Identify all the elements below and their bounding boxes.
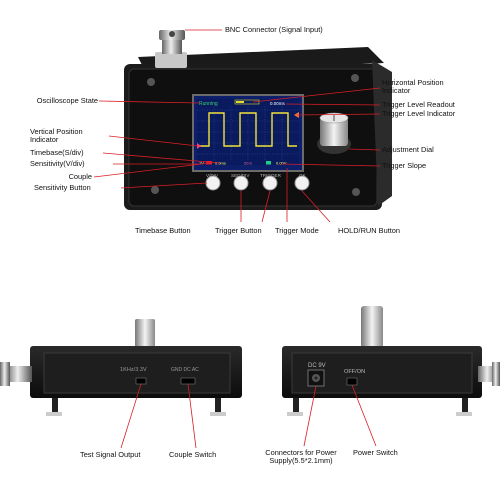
label-v-pos-2: Indicator [30,135,59,144]
label-v-pos-1: Vertical Position [30,127,83,136]
label-test-signal-output: Test Signal Output [80,450,141,459]
label-connectors-1: Connectors for Power [265,448,337,457]
callout-lines-bottom [120,383,377,449]
svg-text:0.00V: 0.00V [276,161,287,166]
timebase-button[interactable] [233,175,249,191]
label-couple: Couple [68,172,92,181]
hold-run-button[interactable] [294,175,310,191]
label-bnc: BNC Connector (Signal Input) [225,25,323,34]
screen-state: Running [199,101,218,107]
adjustment-dial[interactable] [317,112,351,154]
label-sensitivity: Sensitivity(V/div) [30,159,85,168]
lcd-screen: Running 0.00ms 1V 0.5ms 20.0 0.00V [192,94,304,172]
svg-text:V/DIV: V/DIV [206,173,219,178]
label-hold-run: HOLD/RUN Button [338,226,401,235]
label-osc-state: Oscilloscope State [36,96,98,105]
label-sens-button: Sensitivity Button [34,183,91,192]
vertical-position-marker [197,143,201,149]
trigger-button[interactable] [262,175,278,191]
svg-text:TRIGGER: TRIGGER [260,173,282,178]
svg-text:20.0: 20.0 [244,161,253,166]
svg-text:SEC/DIV: SEC/DIV [231,173,250,178]
bnc-connector [155,30,187,68]
label-trig-indicator: Trigger Level Indicator [382,109,456,118]
screw-icon [151,186,159,194]
screw-icon [147,78,155,86]
svg-text:1KHz/3.3V: 1KHz/3.3V [120,367,147,373]
label-trig-slope: Trigger Slope [382,161,427,170]
label-timebase: Timebase(S/div) [30,148,84,157]
front-buttons: V/DIV SEC/DIV TRIGGER OK [205,173,310,191]
screen-hpos-readout: 0.00ms [270,101,286,106]
waveform-trace [200,112,297,147]
svg-text:1V: 1V [199,161,204,166]
trigger-level-marker [294,112,299,118]
sensitivity-button[interactable] [205,175,221,191]
label-couple-switch: Couple Switch [169,450,217,459]
side-view-right: DC 9V OFF/ON [282,306,500,416]
power-switch[interactable] [346,377,358,386]
label-trigger-mode: Trigger Mode [275,226,319,235]
test-signal-output-port[interactable] [135,377,147,385]
label-h-pos-1: Horizontal Position [382,78,444,87]
svg-text:GND DC AC: GND DC AC [171,367,199,373]
screw-icon [352,188,360,196]
label-power-switch: Power Switch [353,448,398,457]
svg-text:DC 9V: DC 9V [308,363,326,369]
side-view-left: 1KHz/3.3V GND DC AC [0,319,242,416]
label-h-pos-2: Indicator [382,86,411,95]
label-trigger-button: Trigger Button [215,226,262,235]
svg-text:OFF/ON: OFF/ON [344,369,365,375]
label-connectors-2: Supply(5.5*2.1mm) [269,456,333,465]
label-adj-dial: Adjustment Dial [382,145,434,154]
screw-icon [351,74,359,82]
label-timebase-button: Timebase Button [135,226,191,235]
couple-switch[interactable] [180,377,196,385]
callout-lines [93,29,381,223]
svg-text:OK: OK [299,173,307,178]
svg-text:0.5ms: 0.5ms [215,161,226,166]
label-trig-readout: Trigger Level Readout [382,100,455,109]
